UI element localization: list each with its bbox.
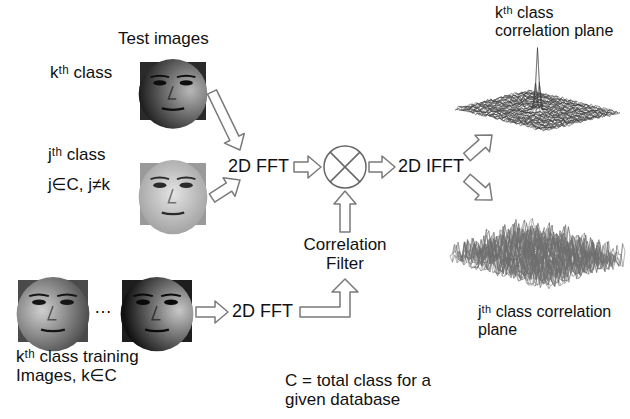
text-label: 2D FFT	[232, 302, 293, 322]
block-arrow	[464, 135, 492, 161]
face-skin	[121, 277, 194, 351]
mesh-line	[530, 91, 620, 113]
text-label: 2D IFFT	[398, 157, 464, 177]
text-label: Correlation Filter	[290, 236, 400, 273]
mesh-line	[526, 223, 621, 266]
text-label: jᵗʰ class correlation plane	[478, 303, 624, 338]
text-label: 2D FFT	[228, 157, 289, 177]
correlation-plane	[455, 48, 620, 131]
text-label: kᵗʰ class correlation plane	[495, 4, 625, 39]
face-photo	[139, 59, 208, 129]
mesh-line	[545, 113, 620, 131]
mesh-line	[523, 92, 613, 114]
block-arrow	[369, 156, 395, 178]
mesh-line	[537, 110, 612, 129]
text-label: C = total class for a given database	[285, 372, 435, 409]
face-mouth	[162, 108, 184, 109]
mesh-line	[530, 218, 625, 264]
mesh-line	[528, 223, 623, 267]
face-eye	[153, 183, 166, 189]
mesh-line	[545, 245, 625, 288]
block-arrow	[464, 174, 492, 200]
face-skin	[139, 160, 208, 234]
mesh-line	[541, 112, 616, 129]
block-arrow	[294, 156, 321, 178]
face-eye	[136, 300, 150, 306]
face-brow	[151, 76, 169, 77]
text-label: …	[94, 298, 112, 318]
face-eye	[153, 80, 166, 85]
text-label: Test images	[118, 30, 209, 49]
block-arrow	[209, 178, 240, 202]
face-eye	[164, 300, 178, 306]
face-brow	[57, 295, 77, 297]
face-photo	[139, 160, 208, 234]
face-brow	[177, 178, 195, 180]
face-nose	[168, 189, 176, 203]
mesh-line	[543, 244, 623, 286]
mesh-line	[510, 95, 600, 118]
face-mouth	[41, 330, 65, 332]
mesh-line	[516, 93, 606, 117]
face-eye	[60, 300, 74, 306]
face-mouth	[145, 330, 169, 332]
face-nose	[168, 86, 176, 99]
face-eye	[180, 80, 193, 85]
face-brow	[161, 295, 181, 297]
block-arrow	[207, 90, 244, 150]
text-label: jᵗʰ class	[48, 146, 105, 165]
face-mouth	[162, 213, 184, 215]
block-arrow	[196, 301, 228, 323]
block-arrow	[300, 279, 358, 317]
face-brow	[133, 295, 153, 297]
face-eye	[32, 300, 46, 306]
text-label: j∈C, j≠k	[48, 176, 110, 195]
face-nose	[48, 306, 56, 320]
mesh-line	[525, 92, 615, 114]
text-label: kᵗʰ class	[50, 64, 112, 83]
face-nose	[152, 306, 160, 320]
multiply-symbol	[324, 146, 366, 188]
face-skin	[17, 277, 90, 351]
correlation-plane	[450, 218, 625, 288]
face-brow	[177, 76, 195, 77]
face-photo	[17, 277, 90, 351]
multiply-cross	[330, 152, 360, 182]
face-brow	[151, 178, 169, 180]
face-eye	[180, 183, 193, 189]
face-photo	[121, 277, 194, 351]
multiply-circle	[324, 146, 366, 188]
face-skin	[139, 59, 208, 129]
text-label: kᵗʰ class training Images, k∈C	[16, 348, 200, 385]
block-arrow	[334, 191, 356, 232]
mesh-line	[527, 91, 617, 113]
multiply-cross	[330, 152, 360, 182]
mesh-line	[522, 220, 617, 267]
face-brow	[29, 295, 49, 297]
